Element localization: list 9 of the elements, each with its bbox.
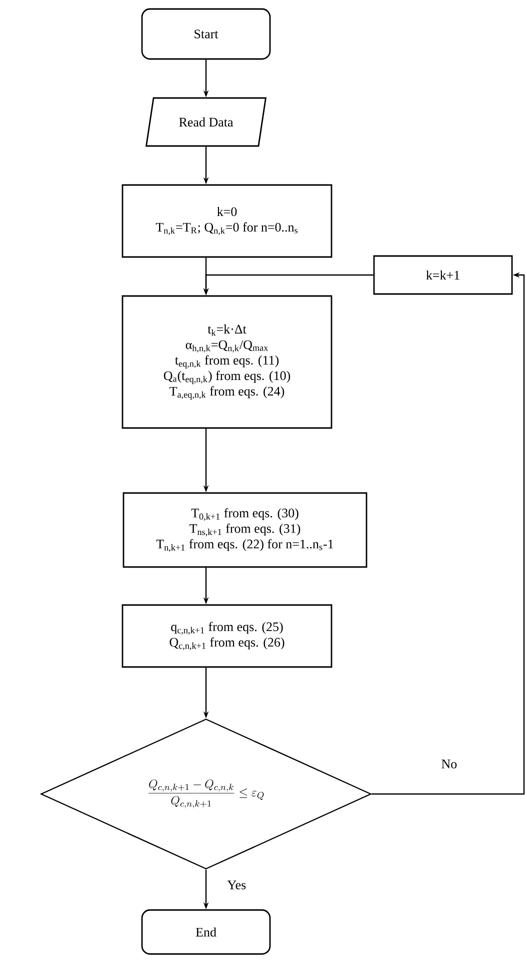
terminal-box: End [141,909,271,955]
process-box: k=k+1 [373,255,513,295]
edge-label: Yes [226,880,248,890]
process-box: t$_{k}$=k·Δt α$_{h,n,k}$=Q$_{n,k}$/Q$_{max}$ t$_{eq,n,k}$ from eqs. (11) Q$_{a}$(t$_{eq,n,k}$) from eqs. (10) T$_{a,eq,n,k}$ from eqs. (24) [122,295,332,429]
process-box: T$_{0,k+1}$ from eqs. (30) T$_{ns,k+1}$ from eqs. (31) T$_{n,k+1}$ from eqs. (22) for n=1..n$_{s}$-1 [122,492,368,568]
terminal-box: Start [141,8,271,60]
edge-label: No [440,758,458,770]
process-box: k=0 T$_{n,k}$=T$_{R}$; Q$_{n,k}$=0 for n=0..n$_{s}$ [122,184,332,258]
process-box: q$_{c,n,k+1}$ from eqs. (25) Q$_{c,n,k+1}$ from eqs. (26) [122,604,332,668]
